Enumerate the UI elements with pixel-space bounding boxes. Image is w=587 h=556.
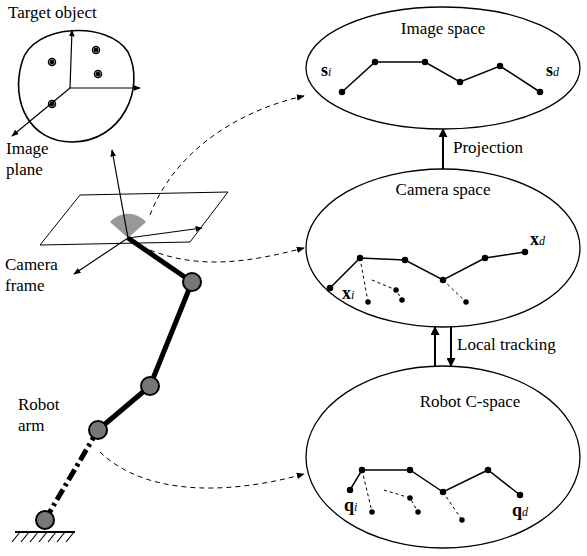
space-title: Robot C-space <box>420 392 521 412</box>
figure-label: Image plane <box>6 138 66 180</box>
connector-arrow <box>442 129 444 169</box>
path-endpoint-label: xd <box>530 230 545 250</box>
edge-label: Projection <box>453 137 523 158</box>
figure-label: Target object <box>8 2 97 23</box>
path-endpoint-label: qi <box>344 496 357 516</box>
path-endpoint-label: si <box>321 61 331 81</box>
path-endpoint-label: qd <box>512 501 528 521</box>
connector-arrow <box>434 327 436 366</box>
space-title: Image space <box>401 19 485 39</box>
path-endpoint-label: xi <box>342 284 354 304</box>
space-ellipse: Image space si sd <box>305 6 581 130</box>
connector-arrow <box>450 327 452 366</box>
space-ellipse: Robot C-space qi qd <box>305 365 581 549</box>
space-title: Camera space <box>396 180 491 200</box>
space-ellipse: Camera space xi xd <box>305 168 581 328</box>
figure-label: Camera frame <box>5 254 75 296</box>
path-endpoint-label: sd <box>546 61 559 81</box>
edge-label: Local tracking <box>457 334 556 355</box>
figure-label: Robot arm <box>18 394 78 436</box>
